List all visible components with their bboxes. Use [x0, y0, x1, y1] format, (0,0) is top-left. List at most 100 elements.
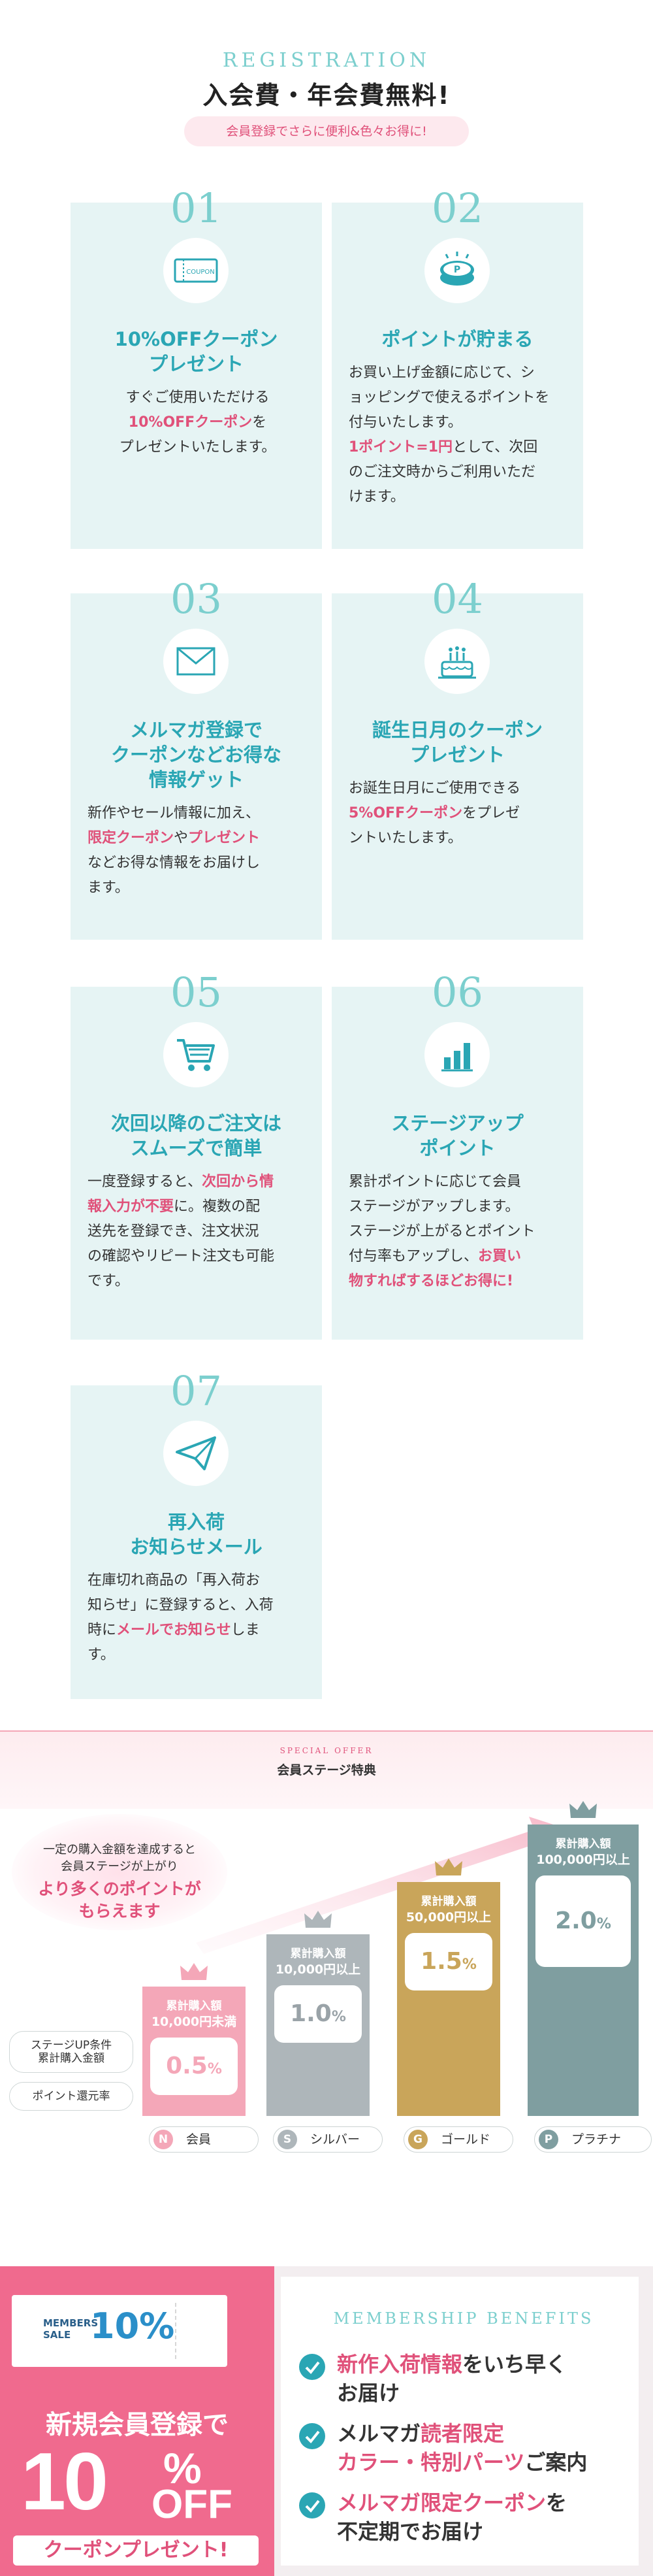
card-body-line: などお得な情報をお届けし — [88, 855, 261, 871]
check-icon — [299, 2354, 325, 2380]
card-body-line: 物すればするほどお得に! — [349, 1273, 514, 1289]
card-body-line: 知らせ」に登録すると、入荷 — [88, 1597, 274, 1613]
card-body-line: ます。 — [88, 880, 129, 896]
membership-benefits-panel — [274, 2266, 653, 2576]
special-offer-header: SPECIAL OFFER 会員ステージ特典 — [0, 1730, 653, 1809]
stage-point-rate: 1.5% — [405, 1933, 492, 1990]
stage-explanation-bubble: 一定の購入金額を達成すると 会員ステージが上がり より多くのポイントが もらえま… — [12, 1814, 227, 1930]
stage-point-rate: 0.5% — [150, 2038, 238, 2095]
stage-column — [397, 1882, 500, 2116]
point-coin-icon: P — [424, 238, 490, 303]
card-number: 04 — [432, 575, 483, 623]
point-rate-label: ポイント還元率 — [9, 2082, 133, 2111]
card-title: 誕生日月のクーポンプレゼント — [345, 718, 570, 767]
card-body-line: お買い上げ金額に応じて、シ — [349, 365, 535, 381]
card-body-line: 在庫切れ商品の「再入荷お — [88, 1572, 261, 1589]
card-title-line: プレゼント — [409, 744, 505, 766]
stage-letter-badge: S — [278, 2130, 297, 2149]
stage-condition-label: ステージUP条件 累計購入金額 — [9, 2031, 133, 2073]
card-title: ステージアップポイント — [345, 1111, 570, 1161]
card-body: 在庫切れ商品の「再入荷お知らせ」に登録すると、入荷時にメールでお知らせします。 — [88, 1568, 308, 1668]
crown-icon — [179, 1960, 209, 1985]
card-body-line: 累計ポイントに応じて会員 — [349, 1174, 522, 1190]
card-title: 10%OFFクーポンプレゼント — [84, 327, 309, 376]
membership-banner: MEMBERS SALE 10% 新規会員登録で 10 % OFF クーポンプレ… — [0, 2266, 653, 2576]
card-body: すぐご使用いただける 10%OFFクーポンをプレゼントいたします。 — [88, 386, 308, 460]
card-body-line: プレゼントいたします。 — [119, 439, 276, 455]
card-body: 一度登録すると、次回から情報入力が不要に。複数の配送先を登録でき、注文状況の確認… — [88, 1170, 308, 1294]
crown-icon — [303, 1908, 333, 1933]
card-number: 01 — [170, 184, 222, 232]
mail-icon — [163, 629, 229, 694]
subtitle-pill: 会員登録でさらに便利&色々お得に! — [184, 116, 469, 146]
card-body-line: 送先を登録でき、注文状況 — [88, 1223, 259, 1240]
member-stage-chart: 一定の購入金額を達成すると 会員ステージが上がり より多くのポイントが もらえま… — [0, 1801, 653, 2168]
members-sale-ticket: MEMBERS SALE 10% — [12, 2295, 227, 2367]
special-offer-eyebrow: SPECIAL OFFER — [279, 1746, 374, 1755]
card-body-line: ントいたします。 — [349, 830, 462, 846]
card-body-line: 新作やセール情報に加え、 — [88, 805, 261, 821]
stage-letter-badge: G — [408, 2130, 428, 2149]
coupon-icon: COUPON — [163, 238, 229, 303]
ticket-label-sale: SALE — [43, 2329, 71, 2341]
card-title-line: メルマガ登録で — [129, 719, 263, 741]
stage-arrow — [196, 1817, 565, 1954]
crown-icon — [568, 1798, 598, 1823]
section-eyebrow: REGISTRATION — [222, 49, 431, 72]
svg-text:P: P — [454, 265, 460, 275]
bubble-pink-1: より多くのポイントが — [38, 1879, 201, 1898]
stage-letter-badge: N — [153, 2130, 173, 2149]
card-title-line: ステージアップ — [391, 1112, 524, 1134]
card-title: メルマガ登録でクーポンなどお得な情報ゲット — [84, 718, 309, 792]
card-body-line: 1ポイント=1円として、次回 — [349, 439, 538, 455]
card-body-line: 付与率もアップし、お買い — [349, 1248, 522, 1264]
card-title: 次回以降のご注文はスムーズで簡単 — [84, 1111, 309, 1161]
card-body-line: 時にメールでお知らせしま — [88, 1622, 260, 1638]
birthday-cake-icon — [424, 629, 490, 694]
stage-point-rate: 2.0% — [535, 1875, 631, 1967]
registration-header: REGISTRATION 入会費・年会費無料! 会員登録でさらに便利&色々お得に… — [0, 0, 653, 170]
card-body-line: ステージが上がるとポイント — [349, 1223, 535, 1240]
check-icon — [299, 2492, 325, 2518]
bubble-pink-2: もらえます — [78, 1902, 161, 1921]
card-title-line: ポイントが貯まる — [381, 328, 534, 350]
card-body-line: 10%OFFクーポンを — [128, 414, 267, 431]
discount-percent: % — [163, 2444, 202, 2492]
bubble-line-2: 会員ステージが上がり — [61, 1860, 178, 1874]
card-body-line: のご注文時からご利用いただ — [349, 464, 536, 480]
card-title-line: ポイント — [419, 1137, 496, 1159]
special-offer-title: 会員ステージ特典 — [277, 1763, 376, 1777]
svg-text:COUPON: COUPON — [186, 269, 215, 276]
ticket-stub — [175, 2303, 218, 2359]
card-body-line: けます。 — [349, 489, 405, 505]
card-body-line: 限定クーポンやプレゼント — [88, 830, 261, 846]
cart-icon — [163, 1022, 229, 1087]
card-title-line: プレゼント — [148, 353, 244, 375]
card-body: 累計ポイントに応じて会員ステージがアップします。ステージが上がるとポイント付与率… — [349, 1170, 569, 1294]
card-title-line: 10%OFFクーポン — [114, 328, 278, 350]
card-title-line: 次回以降のご注文は — [110, 1112, 281, 1134]
card-body-line: 一度登録すると、次回から情 — [88, 1174, 274, 1190]
bubble-line-1: 一定の購入金額を達成すると — [43, 1843, 196, 1857]
card-title-line: 再入荷 — [167, 1511, 225, 1533]
new-member-coupon-panel: MEMBERS SALE 10% 新規会員登録で 10 % OFF クーポンプレ… — [0, 2266, 274, 2576]
discount-number: 10 — [21, 2437, 108, 2527]
card-body-line: 報入力が不要に。複数の配 — [88, 1198, 261, 1215]
card-body-line: 5%OFFクーポンをプレゼ — [349, 805, 520, 821]
stage-point-rate: 1.0% — [274, 1985, 362, 2043]
card-body-line: すぐご使用いただける — [125, 389, 270, 406]
page-title: 入会費・年会費無料! — [202, 81, 451, 110]
